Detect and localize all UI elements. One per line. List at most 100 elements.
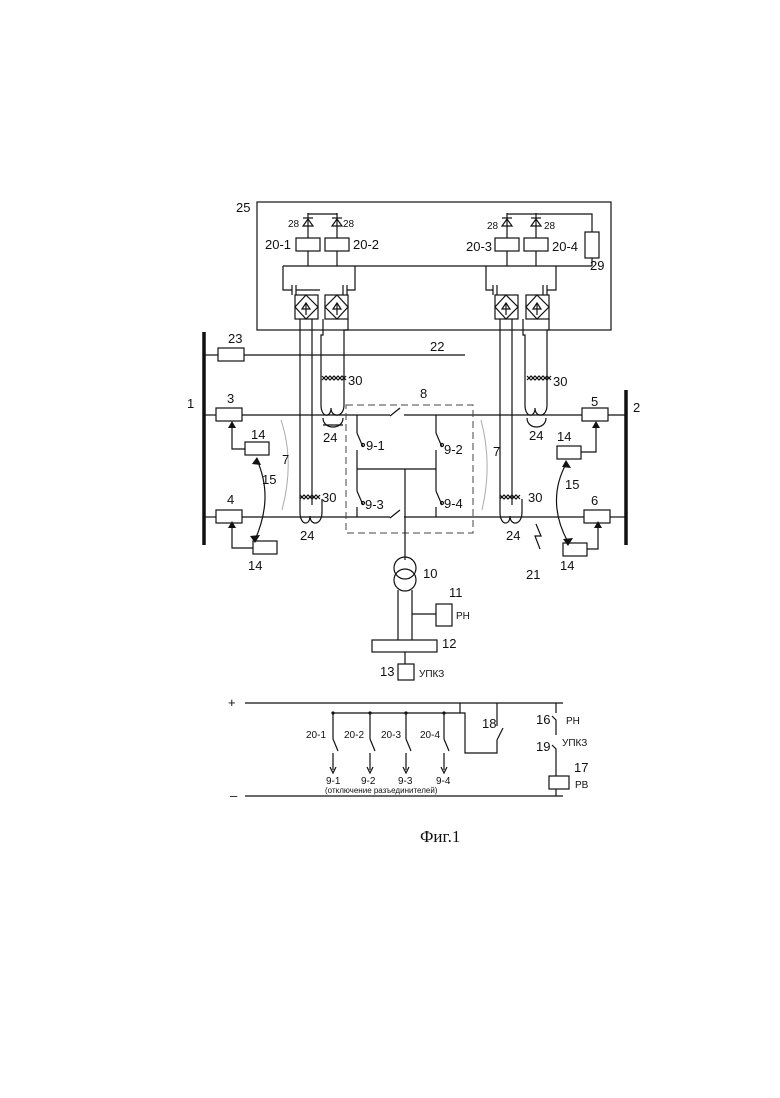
figure-caption: Фиг.1: [420, 827, 460, 846]
fault-21-symbol: [535, 524, 541, 549]
label-28-a: 28: [288, 219, 300, 230]
label-out-9-4: 9-4: [436, 776, 451, 787]
label-contact-20-2: 20-2: [344, 730, 364, 741]
contact-20-4: [441, 713, 449, 773]
contact-20-2: [367, 713, 375, 773]
bridge-rectifier-3: [495, 295, 518, 319]
label-24-lr: 24: [506, 528, 520, 543]
diode-28-b: [332, 213, 342, 238]
protection-14-upper-left: [245, 442, 269, 455]
diode-28-d: [531, 213, 541, 238]
label-20-2: 20-2: [353, 237, 379, 252]
label-16: 16: [536, 712, 550, 727]
label-22: 22: [430, 339, 444, 354]
current-transformer-30-lower-left: [300, 495, 320, 499]
label-2: 2: [633, 400, 640, 415]
label-30-lr: 30: [528, 490, 542, 505]
voltage-relay-11: [436, 604, 452, 626]
label-15-right: 15: [565, 477, 579, 492]
label-14-ll: 14: [248, 558, 262, 573]
breaker-4: [216, 510, 242, 523]
device-upkz-13: [398, 664, 414, 680]
label-14-lr: 14: [560, 558, 574, 573]
label-contact-20-1: 20-1: [306, 730, 326, 741]
label-9-1: 9-1: [366, 438, 385, 453]
label-30-ll: 30: [322, 490, 336, 505]
resistor-29: [585, 232, 599, 258]
label-19: 19: [536, 739, 550, 754]
label-rn-11: РН: [456, 611, 470, 622]
label-7-right: 7: [493, 444, 500, 459]
label-23: 23: [228, 331, 242, 346]
label-9-2: 9-2: [444, 442, 463, 457]
bridge-rectifier-2: [325, 295, 348, 319]
label-upkz-19: УПКЗ: [562, 738, 587, 749]
label-24-ur: 24: [529, 428, 543, 443]
diode-28-c: [502, 213, 512, 238]
link-15-right: [556, 464, 568, 542]
breaker-6: [584, 510, 610, 523]
label-25: 25: [236, 200, 250, 215]
label-20-1: 20-1: [265, 237, 291, 252]
label-8: 8: [420, 386, 427, 401]
transformer-10-secondary: [394, 569, 416, 591]
label-plus: +: [228, 695, 236, 710]
capacitor-left-b: [343, 285, 347, 295]
coil-24-upper-left: [321, 405, 344, 427]
label-15-left: 15: [262, 472, 276, 487]
bridge-rectifier-1: [295, 295, 318, 319]
time-relay-17: [549, 776, 569, 789]
coil-24-upper-right: [525, 405, 547, 427]
breaker-23: [218, 348, 244, 361]
label-1: 1: [187, 396, 194, 411]
breaker-3: [216, 408, 242, 421]
label-21: 21: [526, 567, 540, 582]
current-transformer-30-upper-right: [525, 375, 551, 405]
contact-16-rn: [552, 716, 556, 735]
label-12: 12: [442, 636, 456, 651]
capacitor-right-a: [493, 285, 497, 295]
contact-20-1: [330, 713, 338, 773]
line-disconnector-lower: [390, 510, 400, 518]
block-12: [372, 640, 437, 652]
protection-14-lower-left: [253, 541, 277, 554]
label-30-ur: 30: [553, 374, 567, 389]
contact-18: [497, 728, 503, 740]
breaker-5: [582, 408, 608, 421]
label-13: 13: [380, 664, 394, 679]
label-28-b: 28: [343, 219, 355, 230]
coil-24-lower-right: [500, 499, 522, 523]
label-contact-20-3: 20-3: [381, 730, 401, 741]
label-contact-20-4: 20-4: [420, 730, 440, 741]
relay-20-3: [495, 238, 519, 251]
label-5: 5: [591, 394, 598, 409]
label-17: 17: [574, 760, 588, 775]
boundary-7-right: [481, 420, 487, 510]
label-10: 10: [423, 566, 437, 581]
disconnect-note: (отключение разъединителей): [325, 786, 438, 795]
relay-20-4: [524, 238, 548, 251]
bridge-rectifier-4: [526, 295, 549, 319]
label-6: 6: [591, 493, 598, 508]
capacitor-left-a: [292, 285, 296, 295]
label-20-3: 20-3: [466, 239, 492, 254]
label-28-c: 28: [487, 221, 499, 232]
transformer-10-primary: [394, 557, 416, 579]
line-disconnector-upper: [390, 408, 400, 416]
diode-28-a: [303, 213, 313, 238]
relay-20-2: [325, 238, 349, 251]
capacitor-right-b: [543, 285, 547, 295]
coil-24-lower-left: [300, 499, 322, 523]
label-9-4: 9-4: [444, 496, 463, 511]
relay-20-1: [296, 238, 320, 251]
contact-19-upkz: [552, 745, 556, 776]
label-20-4: 20-4: [552, 239, 578, 254]
label-9-3: 9-3: [365, 497, 384, 512]
label-14-ul: 14: [251, 427, 265, 442]
label-rn-16: РН: [566, 716, 580, 727]
label-minus: –: [230, 788, 238, 803]
label-24-ul: 24: [323, 430, 337, 445]
label-11: 11: [449, 585, 463, 600]
label-14-ur: 14: [557, 429, 571, 444]
